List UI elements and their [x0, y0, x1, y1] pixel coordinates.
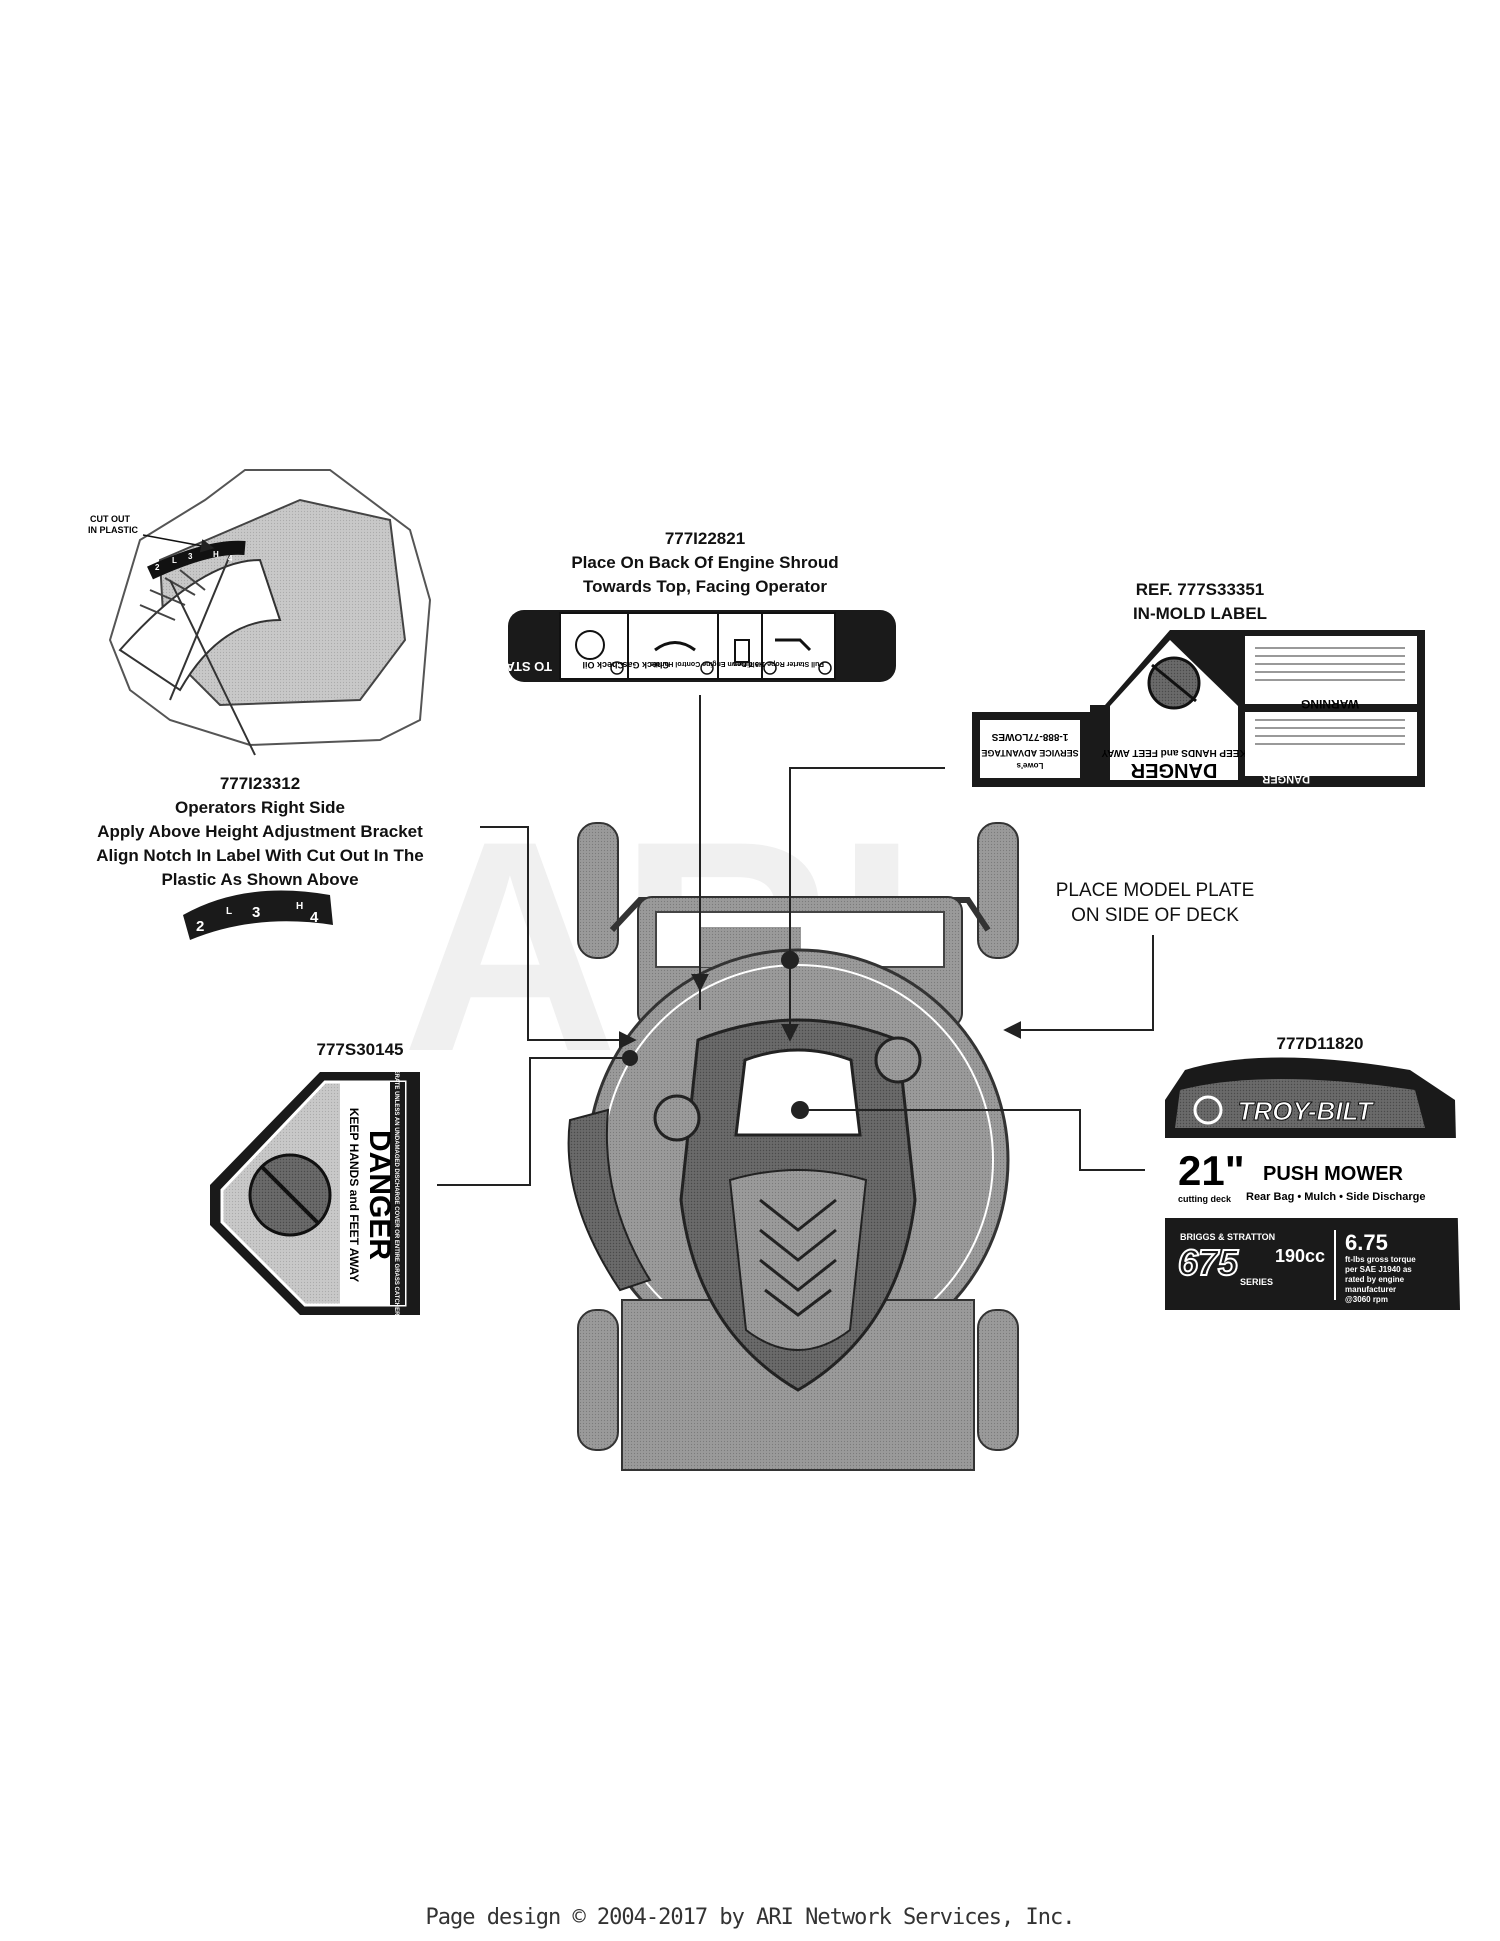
engine-brand: BRIGGS & STRATTON	[1180, 1232, 1275, 1242]
callout-22821-line1: Place On Back Of Engine Shroud	[571, 553, 839, 572]
danger-decal: DANGER KEEP HANDS and FEET AWAY DO NOT O…	[210, 1036, 420, 1355]
callout-23312-line2: Apply Above Height Adjustment Bracket	[97, 822, 423, 841]
callout-22821-part: 777I22821	[664, 529, 746, 548]
svg-text:H: H	[213, 550, 219, 559]
height-mark-l: L	[226, 906, 232, 917]
callout-33351-line1: IN-MOLD LABEL	[1132, 604, 1268, 623]
callout-23312-part: 777I23312	[219, 774, 301, 793]
svg-text:2: 2	[155, 563, 160, 572]
callout-11820: 777D11820	[1220, 1032, 1420, 1056]
callout-33351: REF. 777S33351 IN-MOLD LABEL	[1010, 578, 1390, 626]
callout-23312-line1: Operators Right Side	[174, 798, 346, 817]
front-left-wheel	[577, 1309, 619, 1451]
front-right-wheel	[977, 1309, 1019, 1451]
inmold-brand: Lowe's	[1016, 761, 1043, 770]
inmold-phone: 1-888-77LOWES	[991, 731, 1068, 742]
rear-right-wheel	[977, 822, 1019, 959]
height-mark-3: 3	[252, 904, 260, 921]
cut-out-label-2: IN PLASTIC	[88, 525, 139, 535]
danger-decal-notice: DO NOT OPERATE UNLESS AN UNDAMAGED DISCH…	[393, 1036, 399, 1355]
mower-top-view	[567, 822, 1019, 1471]
torque-text-5: @3060 rpm	[1345, 1295, 1388, 1304]
product-name: PUSH MOWER	[1263, 1163, 1404, 1185]
svg-text:L: L	[172, 556, 177, 565]
deck-size: 21"	[1178, 1147, 1245, 1194]
callout-22821: 777I22821 Place On Back Of Engine Shroud…	[500, 527, 910, 599]
callout-23312-line4: Plastic As Shown Above	[161, 870, 359, 889]
cut-out-label-1: CUT OUT	[90, 514, 130, 524]
model-plate-decal: TROY-BILT 21" cutting deck PUSH MOWER Re…	[1165, 1057, 1460, 1310]
torque-text-1: ft-lbs gross torque	[1345, 1255, 1416, 1264]
inmold-danger: DANGER	[1130, 759, 1217, 781]
callout-23312: 777I23312 Operators Right Side Apply Abo…	[40, 772, 480, 892]
callout-model-plate: PLACE MODEL PLATE ON SIDE OF DECK	[1010, 878, 1300, 928]
engine-series-sub: SERIES	[1240, 1277, 1273, 1287]
start-step-3: Hold Down Engine Control Handle	[650, 660, 764, 667]
callout-model-plate-line2: ON SIDE OF DECK	[1071, 905, 1239, 926]
in-mold-decal: DANGER KEEP HANDS and FEET AWAY WARNING …	[972, 630, 1425, 787]
torque-text-3: rated by engine	[1345, 1275, 1405, 1284]
callout-33351-part: REF. 777S33351	[1135, 580, 1265, 599]
inmold-service: SERVICE ADVANTAGE	[981, 748, 1078, 758]
rear-left-wheel	[577, 822, 619, 959]
engine-label-area	[734, 1048, 862, 1137]
leader-lines	[437, 695, 1154, 1186]
inmold-warning: WARNING	[1301, 697, 1359, 711]
danger-decal-keep-away: KEEP HANDS and FEET AWAY	[347, 1108, 361, 1282]
deck-size-sub: cutting deck	[1178, 1194, 1232, 1204]
danger-decal-heading: DANGER	[363, 1130, 396, 1260]
start-step-1: Check Oil	[582, 660, 624, 670]
height-mark-2: 2	[196, 918, 204, 935]
inmold-danger-small: DANGER	[1262, 773, 1310, 785]
torque-text-2: per SAE J1940 as	[1345, 1265, 1412, 1274]
product-features: Rear Bag • Mulch • Side Discharge	[1246, 1191, 1425, 1203]
discharge-chute	[567, 1108, 652, 1292]
callout-22821-line2: Towards Top, Facing Operator	[582, 577, 827, 596]
inmold-keep-away: KEEP HANDS and FEET AWAY	[1101, 747, 1247, 758]
callout-30145-part: 777S30145	[316, 1040, 404, 1059]
start-step-4: Pull Starter Rope 1-3 Times	[733, 660, 824, 667]
height-mark-4: 4	[310, 909, 319, 926]
start-instructions-decal: TO START Check Oil Check Gas Hold Down E…	[488, 610, 896, 682]
svg-text:3: 3	[188, 552, 193, 561]
height-adjust-decal: 2 L 3 H 4	[183, 890, 333, 940]
brand-name: TROY-BILT	[1238, 1096, 1375, 1126]
start-step-2: Check Gas	[622, 660, 669, 670]
svg-text:4: 4	[228, 554, 233, 563]
callout-30145: 777S30145	[260, 1038, 460, 1062]
height-mark-h: H	[296, 901, 303, 912]
engine-series: 675	[1178, 1242, 1239, 1283]
start-title: TO START	[488, 659, 552, 674]
engine-cc: 190cc	[1275, 1246, 1325, 1266]
callout-23312-line3: Align Notch In Label With Cut Out In The	[96, 846, 424, 865]
torque-value: 6.75	[1345, 1230, 1388, 1255]
callout-11820-part: 777D11820	[1276, 1034, 1364, 1053]
torque-text-4: manufacturer	[1345, 1285, 1396, 1294]
callout-model-plate-line1: PLACE MODEL PLATE	[1055, 880, 1255, 901]
footer-copyright: Page design © 2004-2017 by ARI Network S…	[425, 1905, 1076, 1930]
